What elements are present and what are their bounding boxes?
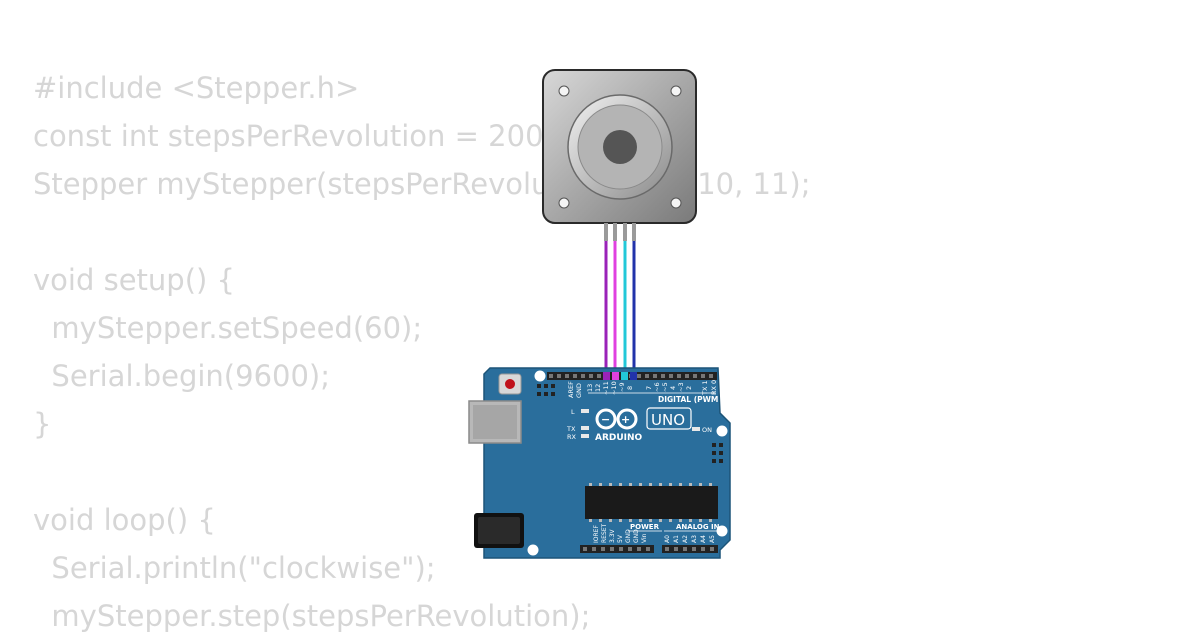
analog-header-label: ANALOG IN	[676, 523, 720, 531]
led-label: TX	[566, 425, 576, 433]
pin-label: 13	[586, 384, 594, 392]
analog-pin-label: A4	[700, 535, 707, 543]
arduino-logo: − + UNO ARDUINO	[595, 407, 692, 443]
led-rx-icon	[581, 434, 589, 438]
code-line: myStepper.setSpeed(60);	[33, 311, 423, 345]
code-line: void loop() {	[33, 503, 216, 537]
analog-pin-label: A1	[673, 535, 680, 543]
wires	[604, 240, 636, 378]
pin-label: ~11	[602, 381, 610, 395]
code-line: const int stepsPerRevolution = 200;	[33, 119, 554, 153]
pin-label: GND	[575, 383, 583, 398]
mount-hole-icon	[558, 85, 570, 97]
pin-label: ~3	[677, 382, 685, 392]
motor-pins	[604, 223, 636, 241]
led-tx-icon	[581, 426, 589, 430]
model-label: UNO	[651, 411, 685, 429]
led-on-icon	[692, 427, 700, 431]
pin-label: ~6	[653, 382, 661, 392]
pin-label: ~10	[610, 381, 618, 395]
power-pin-label: RESET	[601, 523, 608, 543]
analog-pin-label: A0	[664, 535, 671, 543]
code-line: #include <Stepper.h>	[33, 71, 360, 105]
led-label: RX	[567, 433, 577, 441]
power-pin-label: GND	[633, 529, 640, 543]
pin-label: TX 1	[701, 380, 709, 396]
led-label: ON	[702, 426, 712, 434]
mount-hole-icon	[716, 425, 728, 437]
icsp-header-right	[712, 443, 723, 463]
arduino-uno-board[interactable]: AREF GND 13 12 ~11 ~10 ~9 8 7 ~6 ~5 4 ~3…	[468, 367, 731, 559]
pin-label: 8	[626, 386, 634, 390]
svg-text:−: −	[601, 413, 610, 426]
wire-connectors	[603, 372, 637, 380]
code-editor[interactable]: #include <Stepper.h> const int stepsPerRe…	[33, 64, 811, 640]
power-pin-label: GND	[625, 529, 632, 543]
brand-label: ARDUINO	[595, 433, 643, 443]
pin-label: AREF	[567, 381, 575, 398]
stepper-motor[interactable]	[542, 69, 697, 241]
mount-hole-icon	[670, 85, 682, 97]
motor-shaft	[603, 130, 637, 164]
power-header-label: POWER	[630, 523, 660, 531]
analog-pin-label: A5	[709, 535, 716, 543]
pin-label: RX 0	[710, 380, 718, 395]
led-label: L	[571, 408, 575, 416]
pin-label: 2	[685, 386, 693, 390]
code-line: Stepper myStepper(stepsPerRevolution, 8,…	[33, 167, 811, 201]
code-line: Serial.println("clockwise");	[33, 551, 436, 585]
pin-label: 12	[594, 384, 602, 392]
power-header[interactable]	[580, 545, 654, 553]
led-l-icon	[581, 409, 589, 413]
analog-pin-label: A2	[682, 535, 689, 543]
power-pin-label: 5V	[617, 534, 624, 543]
digital-header-label: DIGITAL (PWM ~)	[658, 395, 731, 404]
pin-label: 7	[645, 386, 653, 390]
pin-label: ~5	[661, 382, 669, 392]
microcontroller-chip	[585, 486, 718, 519]
code-line: void setup() {	[33, 263, 235, 297]
power-pin-label: Vin	[641, 533, 648, 543]
mount-hole-icon	[558, 197, 570, 209]
mount-hole-icon	[534, 370, 546, 382]
infinity-logo-icon	[595, 408, 617, 430]
code-line: }	[33, 407, 52, 441]
icsp-header	[537, 384, 555, 396]
analog-header[interactable]	[662, 545, 718, 553]
power-pin-label: IOREF	[593, 525, 600, 543]
code-line: myStepper.step(stepsPerRevolution);	[33, 599, 591, 633]
mount-hole-icon	[670, 197, 682, 209]
analog-pin-label: A3	[691, 535, 698, 543]
pin-label: ~9	[618, 382, 626, 392]
model-badge	[646, 407, 692, 430]
mount-hole-icon	[527, 544, 539, 556]
svg-text:+: +	[621, 413, 630, 426]
power-pin-label: 3.3V	[609, 528, 616, 543]
mount-hole-icon	[716, 525, 728, 537]
pin-label: 4	[669, 386, 677, 390]
code-line: Serial.begin(9600);	[33, 359, 331, 393]
status-leds: L TX RX ON	[566, 408, 712, 441]
